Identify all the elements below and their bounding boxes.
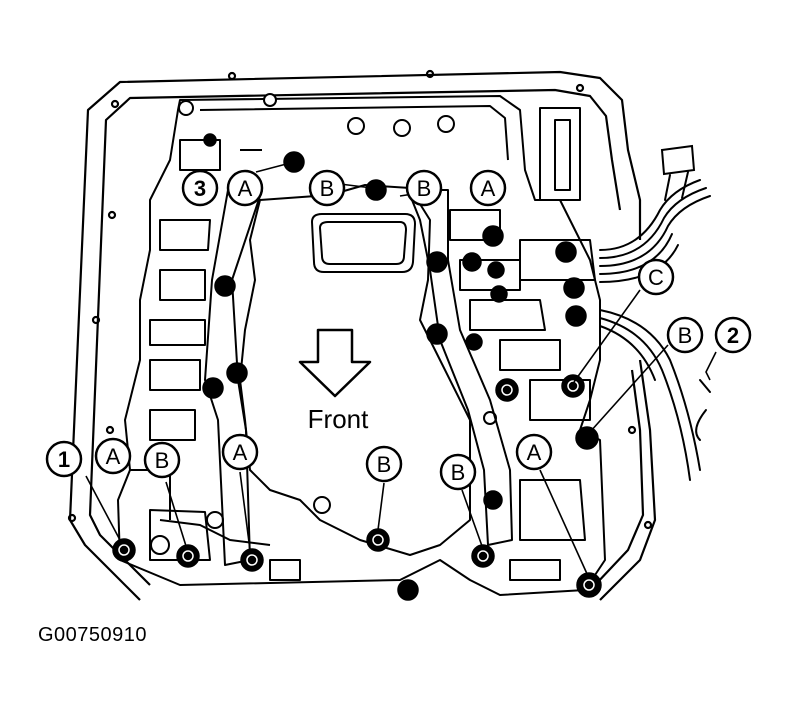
callout-c: C xyxy=(648,265,664,290)
bolt xyxy=(203,133,217,147)
bolt xyxy=(365,179,387,201)
front-arrow: Front xyxy=(298,328,372,434)
callout-b: B xyxy=(451,460,466,485)
bolt xyxy=(490,285,508,303)
callout-a: A xyxy=(481,176,496,201)
callout-b: B xyxy=(377,452,392,477)
bolt xyxy=(483,490,503,510)
bolt xyxy=(471,544,495,568)
bolt xyxy=(366,528,390,552)
bolt-highlights xyxy=(118,380,595,591)
leader-lines xyxy=(85,161,717,577)
callout-a: A xyxy=(233,440,248,465)
bolt xyxy=(462,252,482,272)
bolt xyxy=(555,241,577,263)
callout-a: A xyxy=(527,440,542,465)
front-label: Front xyxy=(308,404,369,434)
callout-1: 1 xyxy=(58,447,70,472)
callout-a: A xyxy=(106,444,121,469)
bolt xyxy=(465,333,483,351)
bolt xyxy=(240,548,264,572)
bolt xyxy=(214,275,236,297)
bolt xyxy=(112,538,136,562)
bolt xyxy=(426,251,448,273)
bolt xyxy=(575,426,599,450)
transmission-case-outline xyxy=(67,69,657,601)
front-arrow-icon xyxy=(298,328,372,398)
bolt xyxy=(487,261,505,279)
bolt xyxy=(576,572,602,598)
callout-b: B xyxy=(155,448,170,473)
bolt xyxy=(563,277,585,299)
bolt-group xyxy=(112,133,602,601)
callout-group: 3 A B B A C B 2 1 A B A B B A xyxy=(45,169,752,491)
callout-3: 3 xyxy=(194,176,206,201)
bolt xyxy=(397,579,419,601)
bolt xyxy=(226,362,248,384)
callout-2: 2 xyxy=(727,323,739,348)
right-valve-rail xyxy=(407,107,596,546)
bolt xyxy=(561,374,585,398)
bolt xyxy=(426,323,448,345)
bolt xyxy=(495,378,519,402)
bolt xyxy=(176,544,200,568)
figure-id-caption: G00750910 xyxy=(38,624,148,646)
callout-b: B xyxy=(417,176,432,201)
bolt xyxy=(482,225,504,247)
open-bolt-group xyxy=(178,93,455,137)
wiring-harness xyxy=(599,144,711,481)
callout-b: B xyxy=(678,323,693,348)
bolt xyxy=(202,377,224,399)
valve-body-outline xyxy=(117,95,606,596)
bolt xyxy=(565,305,587,327)
callout-a: A xyxy=(238,176,253,201)
callout-b: B xyxy=(320,176,335,201)
